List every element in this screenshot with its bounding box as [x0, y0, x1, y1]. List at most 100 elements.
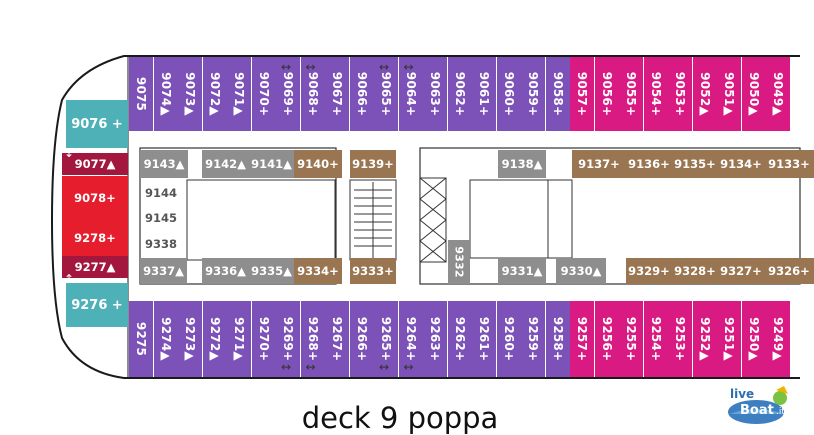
cabin-9256[interactable]: 9256+: [594, 301, 619, 377]
cabin-9275[interactable]: 9275: [129, 301, 153, 377]
cabin-9249[interactable]: 9249▲: [766, 301, 790, 377]
cabin-9056[interactable]: 9056+: [594, 57, 619, 131]
cabin-9135[interactable]: 9135+: [672, 150, 718, 178]
cabin-9264[interactable]: 9264+: [398, 301, 423, 377]
cabin-9076[interactable]: 9076 +: [66, 100, 128, 148]
cabin-9271[interactable]: 9271▲: [227, 301, 251, 377]
cabin-9057[interactable]: 9057+: [570, 57, 594, 131]
cabin-9052[interactable]: 9052▲: [692, 57, 717, 131]
cabin-label: 9263+: [428, 316, 442, 362]
cabin-label: 9056+: [599, 71, 614, 117]
cabin-9065[interactable]: 9065+: [374, 57, 398, 131]
cabin-9073[interactable]: 9073▲: [178, 57, 202, 131]
cabin-label: 9141▲: [251, 157, 292, 171]
cabin-9278[interactable]: 9278+: [62, 220, 128, 256]
cabin-9077[interactable]: 9077▲: [62, 153, 128, 175]
cabin-9258[interactable]: 9258+: [545, 301, 570, 377]
cabin-9263[interactable]: 9263+: [423, 301, 447, 377]
cabin-9250[interactable]: 9250▲: [741, 301, 766, 377]
cabin-9050[interactable]: 9050▲: [741, 57, 766, 131]
cabin-9141[interactable]: 9141▲: [249, 150, 294, 178]
cabin-9276[interactable]: 9276 +: [66, 283, 128, 327]
cabin-9063[interactable]: 9063+: [423, 57, 447, 131]
cabin-9268[interactable]: 9268+: [300, 301, 325, 377]
cabin-9328[interactable]: 9328+: [672, 258, 718, 284]
cabin-9253[interactable]: 9253+: [668, 301, 692, 377]
cabin-label: 9332: [452, 246, 466, 278]
cabin-9252[interactable]: 9252▲: [692, 301, 717, 377]
cabin-9133[interactable]: 9133+: [764, 150, 814, 178]
cabin-9332[interactable]: 9332: [448, 240, 470, 284]
cabin-9066[interactable]: 9066+: [349, 57, 374, 131]
connecting-arrow-icon: ↔: [403, 60, 414, 74]
cabin-9273[interactable]: 9273▲: [178, 301, 202, 377]
cabin-9269[interactable]: 9269+: [276, 301, 300, 377]
cabin-9055[interactable]: 9055+: [619, 57, 643, 131]
cabin-9053[interactable]: 9053+: [668, 57, 692, 131]
cabin-9068[interactable]: 9068+: [300, 57, 325, 131]
cabin-9266[interactable]: 9266+: [349, 301, 374, 377]
cabin-9075[interactable]: 9075: [129, 57, 153, 131]
cabin-9051[interactable]: 9051▲: [717, 57, 741, 131]
cabin-9060[interactable]: 9060+: [496, 57, 521, 131]
cabin-9074[interactable]: 9074▲: [153, 57, 178, 131]
cabin-label: 9077▲: [74, 157, 116, 171]
cabin-9067[interactable]: 9067+: [325, 57, 349, 131]
cabin-label: 9274▲: [158, 317, 173, 361]
cabin-label: 9272▲: [207, 317, 222, 361]
cabin-9143[interactable]: 9143▲: [140, 150, 188, 178]
cabin-9138[interactable]: 9138▲: [498, 150, 546, 178]
cabin-label: 9063+: [428, 71, 442, 117]
cabin-9062[interactable]: 9062+: [447, 57, 472, 131]
cabin-9070[interactable]: 9070+: [251, 57, 276, 131]
cabin-9145[interactable]: 9145: [140, 208, 187, 228]
cabin-9267[interactable]: 9267+: [325, 301, 349, 377]
cabin-label: 9261+: [477, 316, 491, 362]
cabin-label: 9134+: [720, 157, 762, 171]
cabin-9142[interactable]: 9142▲: [202, 150, 249, 178]
cabin-9330[interactable]: 9330▲: [556, 258, 606, 284]
cabin-9260[interactable]: 9260+: [496, 301, 521, 377]
cabin-9058[interactable]: 9058+: [545, 57, 570, 131]
cabin-9259[interactable]: 9259+: [521, 301, 545, 377]
cabin-label: 9070+: [256, 71, 271, 117]
cabin-9139[interactable]: 9139+: [350, 150, 396, 178]
cabin-9072[interactable]: 9072▲: [202, 57, 227, 131]
cabin-9334[interactable]: 9334+: [294, 258, 342, 284]
cabin-9254[interactable]: 9254+: [643, 301, 668, 377]
cabin-9071[interactable]: 9071▲: [227, 57, 251, 131]
cabin-9338[interactable]: 9338: [140, 233, 187, 255]
cabin-9326[interactable]: 9326+: [764, 258, 814, 284]
cabin-9272[interactable]: 9272▲: [202, 301, 227, 377]
cabin-9054[interactable]: 9054+: [643, 57, 668, 131]
cabin-label: 9075: [134, 76, 148, 112]
cabin-9140[interactable]: 9140+: [294, 150, 342, 178]
cabin-9136[interactable]: 9136+: [626, 150, 672, 178]
cabin-9261[interactable]: 9261+: [472, 301, 496, 377]
cabin-9064[interactable]: 9064+: [398, 57, 423, 131]
cabin-9329[interactable]: 9329+: [626, 258, 672, 284]
cabin-9335[interactable]: 9335▲: [249, 258, 294, 284]
cabin-9270[interactable]: 9270+: [251, 301, 276, 377]
cabin-9078[interactable]: 9078+: [62, 176, 128, 220]
cabin-9337[interactable]: 9337▲: [140, 258, 187, 284]
cabin-9265[interactable]: 9265+: [374, 301, 398, 377]
cabin-9049[interactable]: 9049▲: [766, 57, 790, 131]
cabin-9061[interactable]: 9061+: [472, 57, 496, 131]
cabin-9255[interactable]: 9255+: [619, 301, 643, 377]
cabin-9274[interactable]: 9274▲: [153, 301, 178, 377]
cabin-9333[interactable]: 9333+: [350, 258, 396, 284]
cabin-label: 9337▲: [143, 264, 184, 278]
cabin-9262[interactable]: 9262+: [447, 301, 472, 377]
cabin-9134[interactable]: 9134+: [718, 150, 764, 178]
cabin-9059[interactable]: 9059+: [521, 57, 545, 131]
cabin-9327[interactable]: 9327+: [718, 258, 764, 284]
cabin-9336[interactable]: 9336▲: [202, 258, 249, 284]
cabin-9331[interactable]: 9331▲: [498, 258, 546, 284]
cabin-9069[interactable]: 9069+: [276, 57, 300, 131]
cabin-9144[interactable]: 9144: [140, 183, 187, 203]
cabin-9137[interactable]: 9137+: [572, 150, 626, 178]
cabin-9251[interactable]: 9251▲: [717, 301, 741, 377]
cabin-9257[interactable]: 9257+: [570, 301, 594, 377]
cabin-9277[interactable]: 9277▲: [62, 256, 128, 278]
